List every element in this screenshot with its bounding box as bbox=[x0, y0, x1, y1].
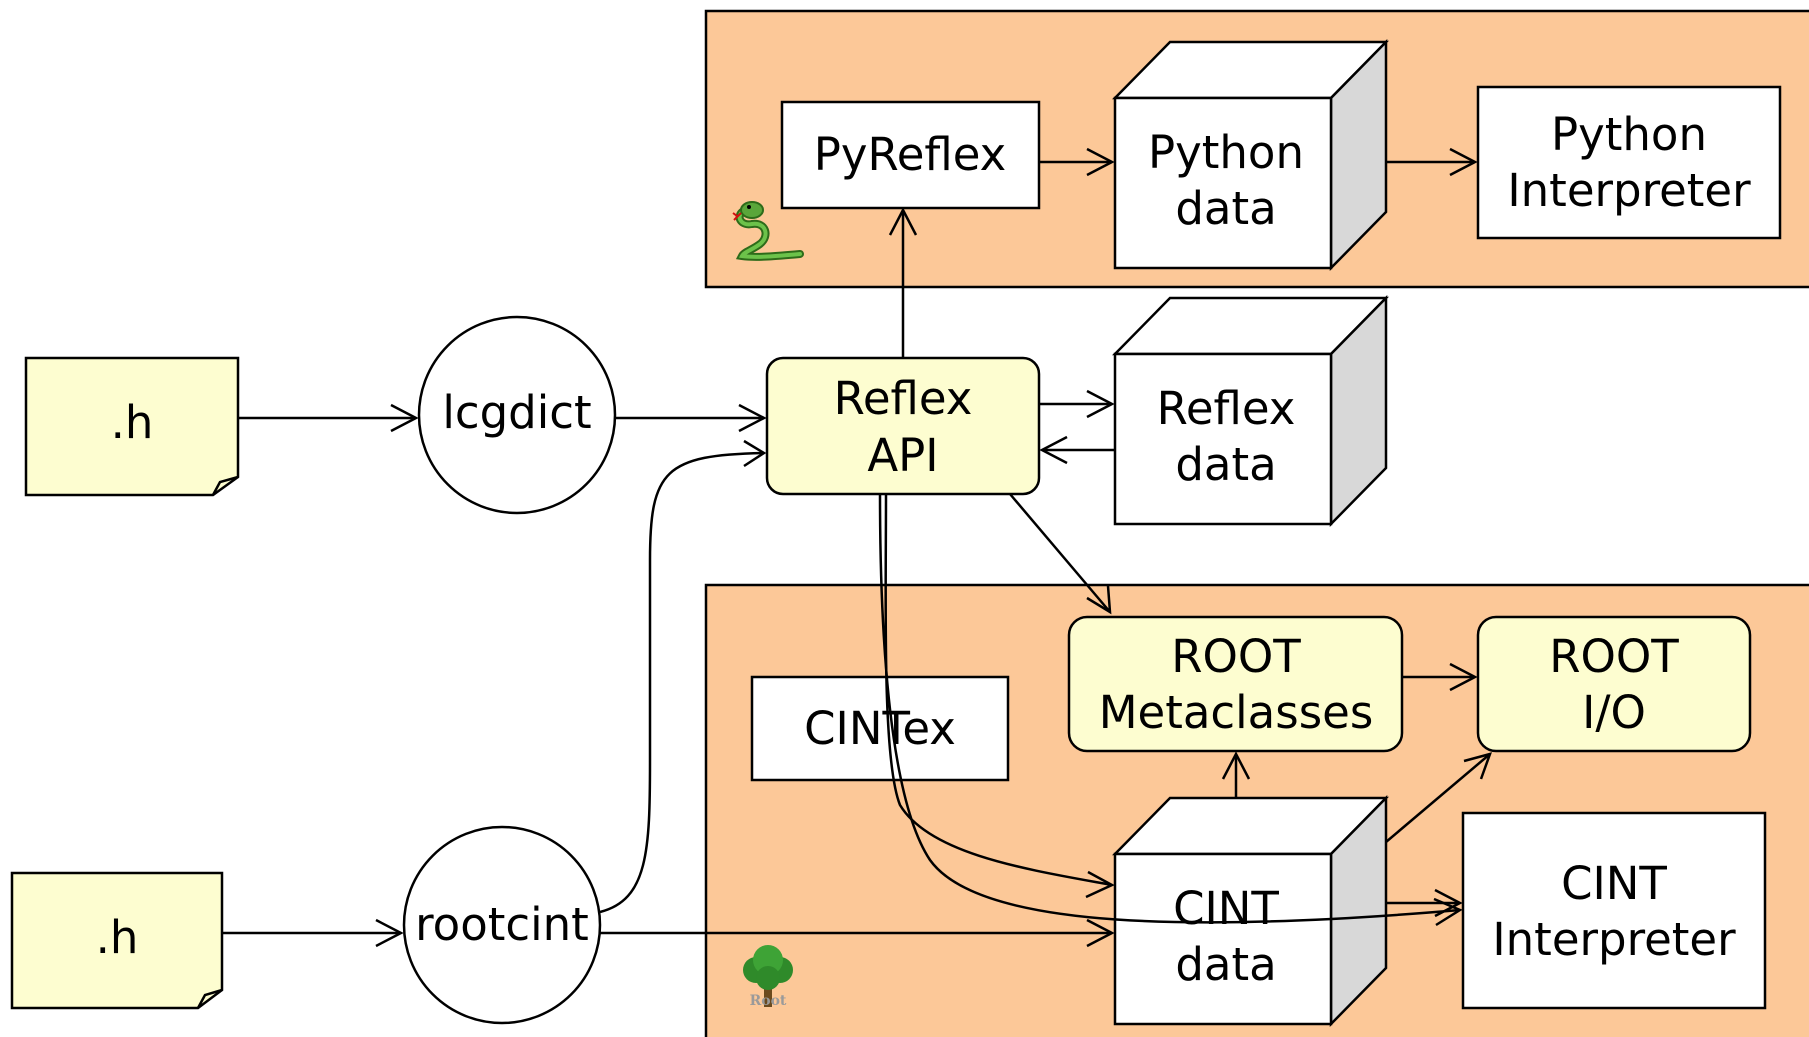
pyreflex-node: PyReflex bbox=[780, 100, 1041, 210]
python-snake-icon bbox=[732, 201, 804, 261]
root-metaclasses-node: ROOT Metaclasses bbox=[1067, 615, 1404, 753]
root-metaclasses-line-2: Metaclasses bbox=[1099, 686, 1374, 739]
cint-interpreter-node: CINT Interpreter bbox=[1461, 811, 1767, 1010]
lcgdict-process: lcgdict bbox=[417, 315, 617, 515]
cintex-label: CINTex bbox=[804, 702, 956, 755]
python-data-line-1: Python bbox=[1148, 126, 1304, 179]
reflex-data-cube: Reflex data bbox=[1112, 294, 1389, 528]
header-file-bottom-label: .h bbox=[96, 911, 139, 964]
arrow-heads bbox=[375, 147, 1492, 948]
root-io-line-2: I/O bbox=[1582, 686, 1646, 739]
edge-cintex-to-cint-data bbox=[884, 493, 1113, 887]
rootcint-label: rootcint bbox=[415, 898, 589, 951]
header-file-top: .h bbox=[24, 356, 240, 497]
python-interpreter-line-2: Interpreter bbox=[1507, 164, 1751, 217]
cint-data-line-1: CINT bbox=[1173, 882, 1279, 935]
edge-cint-data-to-root-io bbox=[1385, 753, 1491, 843]
python-interpreter-line-1: Python bbox=[1551, 108, 1707, 161]
cint-interpreter-line-1: CINT bbox=[1561, 857, 1667, 910]
python-data-line-2: data bbox=[1175, 182, 1276, 235]
reflex-data-line-1: Reflex bbox=[1157, 382, 1296, 435]
diagram-edges bbox=[222, 160, 1491, 935]
edge-reflex-api-to-root-metaclasses bbox=[1009, 493, 1111, 613]
root-io-line-1: ROOT bbox=[1549, 630, 1679, 683]
cintex-node: CINTex bbox=[750, 675, 1010, 782]
cint-data-line-2: data bbox=[1175, 938, 1276, 991]
header-file-bottom: .h bbox=[10, 871, 224, 1010]
rootcint-process: rootcint bbox=[402, 825, 602, 1025]
root-metaclasses-line-1: ROOT bbox=[1171, 630, 1301, 683]
edge-cintex-to-cint-interpreter bbox=[878, 493, 1461, 924]
python-data-cube: Python data bbox=[1112, 38, 1389, 272]
python-interpreter-node: Python Interpreter bbox=[1476, 85, 1782, 240]
reflex-api-line-2: API bbox=[867, 429, 938, 482]
svg-text:Root: Root bbox=[750, 993, 787, 1009]
edge-rootcint-to-reflex-api bbox=[599, 451, 765, 914]
root-io-node: ROOT I/O bbox=[1476, 615, 1752, 753]
cint-data-cube: CINT data bbox=[1112, 794, 1389, 1028]
lcgdict-label: lcgdict bbox=[442, 386, 591, 439]
reflex-data-line-2: data bbox=[1175, 438, 1276, 491]
pyreflex-label: PyReflex bbox=[814, 128, 1007, 181]
cint-interpreter-line-2: Interpreter bbox=[1492, 913, 1736, 966]
reflex-api-line-1: Reflex bbox=[834, 372, 973, 425]
header-file-top-label: .h bbox=[111, 396, 154, 449]
reflex-api-node: Reflex API bbox=[765, 356, 1041, 496]
root-tree-icon: Root bbox=[743, 945, 793, 1009]
